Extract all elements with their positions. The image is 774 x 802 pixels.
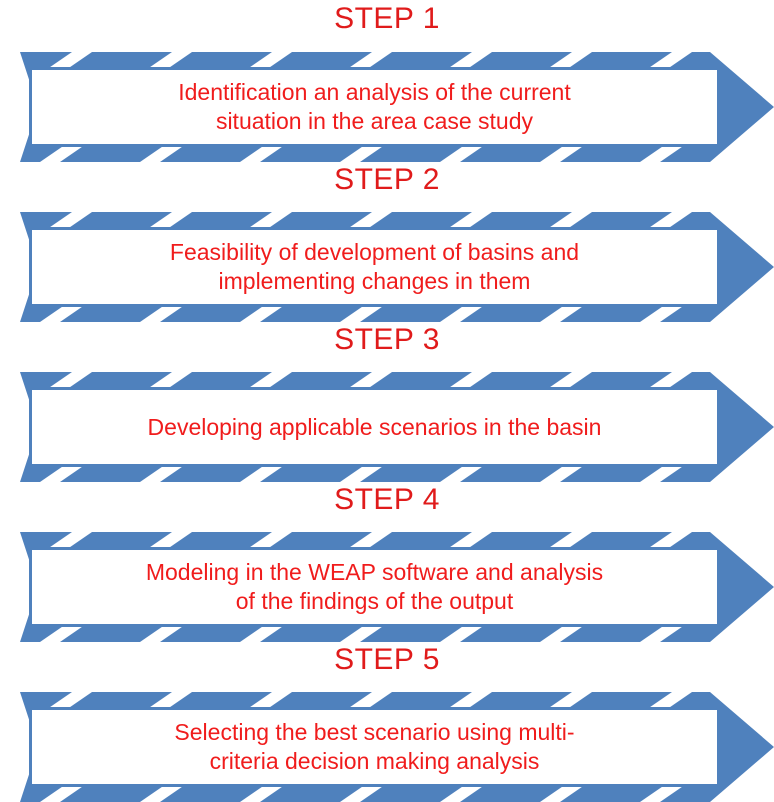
step-label-4: STEP 4 xyxy=(334,483,440,516)
step-plate-5: Selecting the best scenario using multi-… xyxy=(29,707,720,787)
step-text-3: Developing applicable scenarios in the b… xyxy=(147,413,602,440)
step-label-5: STEP 5 xyxy=(334,643,440,676)
step-arrow-4: Modeling in the WEAP software and analys… xyxy=(20,532,774,642)
step-text-4: Modeling in the WEAP software and analys… xyxy=(145,559,604,614)
step-text-5: Selecting the best scenario using multi-… xyxy=(174,719,575,774)
step-text-2: Feasibility of development of basins and… xyxy=(169,239,580,294)
step-label-1: STEP 1 xyxy=(334,2,440,35)
step-arrow-5: Selecting the best scenario using multi-… xyxy=(20,692,774,802)
step-text-1: Identification an analysis of the curren… xyxy=(178,79,571,134)
step-arrow-3: Developing applicable scenarios in the b… xyxy=(20,372,774,482)
step-arrow-2: Feasibility of development of basins and… xyxy=(20,212,774,322)
step-plate-2: Feasibility of development of basins and… xyxy=(29,227,720,307)
step-label-2: STEP 2 xyxy=(334,163,440,196)
step-plate-3: Developing applicable scenarios in the b… xyxy=(29,387,720,467)
step-label-3: STEP 3 xyxy=(334,323,440,356)
step-plate-1: Identification an analysis of the curren… xyxy=(29,67,720,147)
step-plate-4: Modeling in the WEAP software and analys… xyxy=(29,547,720,627)
step-arrow-1: Identification an analysis of the curren… xyxy=(20,52,774,162)
